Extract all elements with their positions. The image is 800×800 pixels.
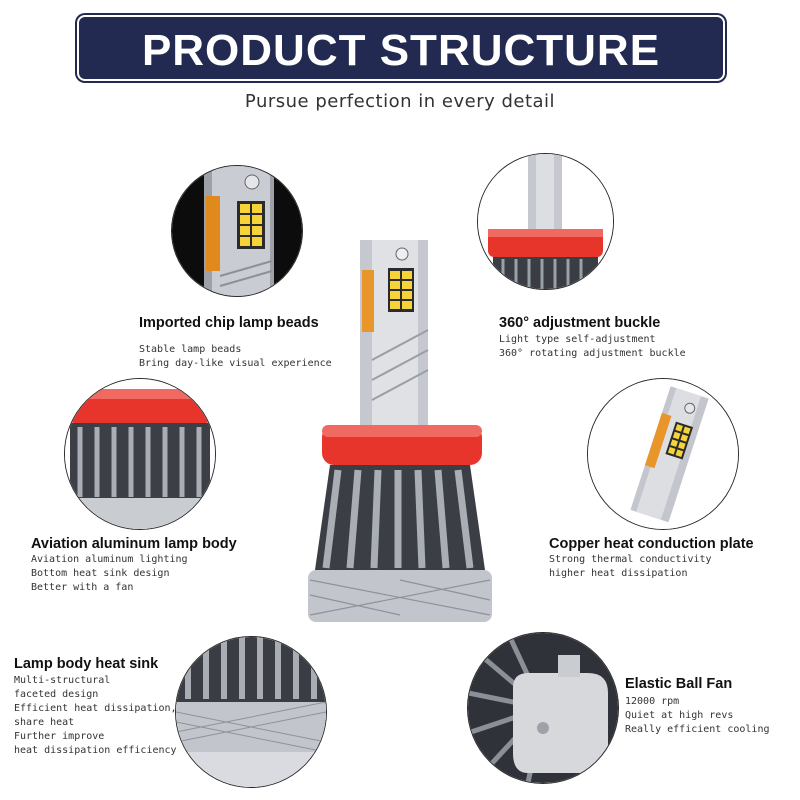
feature-line: faceted design	[14, 689, 99, 700]
feature-title: Aviation aluminum lamp body	[31, 536, 237, 552]
feature-line: Really efficient cooling	[625, 724, 770, 735]
feature-line: 360° rotating adjustment buckle	[499, 348, 686, 359]
feature-ball-fan: Elastic Ball Fan 12000 rpm Quiet at high…	[625, 676, 770, 737]
feature-line: Further improve	[14, 731, 105, 742]
feature-line: Bottom heat sink design	[31, 568, 170, 579]
feature-heat-sink: Lamp body heat sink Multi-structural fac…	[14, 656, 177, 758]
page-subtitle: Pursue perfection in every detail	[244, 91, 556, 112]
feature-chip-lamp-beads: Imported chip lamp beads Stable lamp bea…	[139, 315, 332, 371]
feature-copper-plate: Copper heat conduction plate Strong ther…	[549, 536, 754, 581]
feature-line: Bring day-like visual experience	[139, 358, 332, 369]
feature-line: Efficient heat dissipation,	[14, 703, 177, 714]
feature-line: Light type self-adjustment	[499, 334, 656, 345]
feature-line: higher heat dissipation	[549, 568, 688, 579]
feature-title: 360° adjustment buckle	[499, 315, 661, 331]
heatsink-closeup-image	[175, 636, 327, 788]
feature-title: Lamp body heat sink	[14, 656, 159, 672]
page-title: PRODUCT STRUCTURE	[141, 26, 661, 75]
feature-line: Stable lamp beads	[139, 344, 242, 355]
feature-line: heat dissipation efficiency	[14, 745, 177, 756]
feature-aviation-aluminum: Aviation aluminum lamp body Aviation alu…	[31, 536, 237, 595]
feature-line: Strong thermal conductivity	[549, 554, 712, 565]
fan-closeup-image	[467, 632, 619, 784]
feature-title: Imported chip lamp beads	[139, 315, 319, 331]
feature-adjustment-buckle: 360° adjustment buckle Light type self-a…	[499, 315, 686, 361]
body-closeup-image	[64, 378, 216, 530]
feature-line: share heat	[14, 717, 75, 728]
copper-plate-closeup-image	[587, 378, 739, 530]
feature-line: Quiet at high revs	[625, 710, 734, 721]
title-banner: PRODUCT STRUCTURE	[79, 17, 723, 79]
feature-line: Better with a fan	[31, 582, 134, 593]
feature-title: Elastic Ball Fan	[625, 676, 733, 692]
led-bulb-image	[300, 230, 500, 644]
feature-line: Aviation aluminum lighting	[31, 554, 188, 565]
feature-line: 12000 rpm	[625, 696, 680, 707]
feature-line: Multi-structural	[14, 675, 111, 686]
feature-title: Copper heat conduction plate	[549, 536, 754, 552]
chip-closeup-image	[171, 165, 303, 297]
